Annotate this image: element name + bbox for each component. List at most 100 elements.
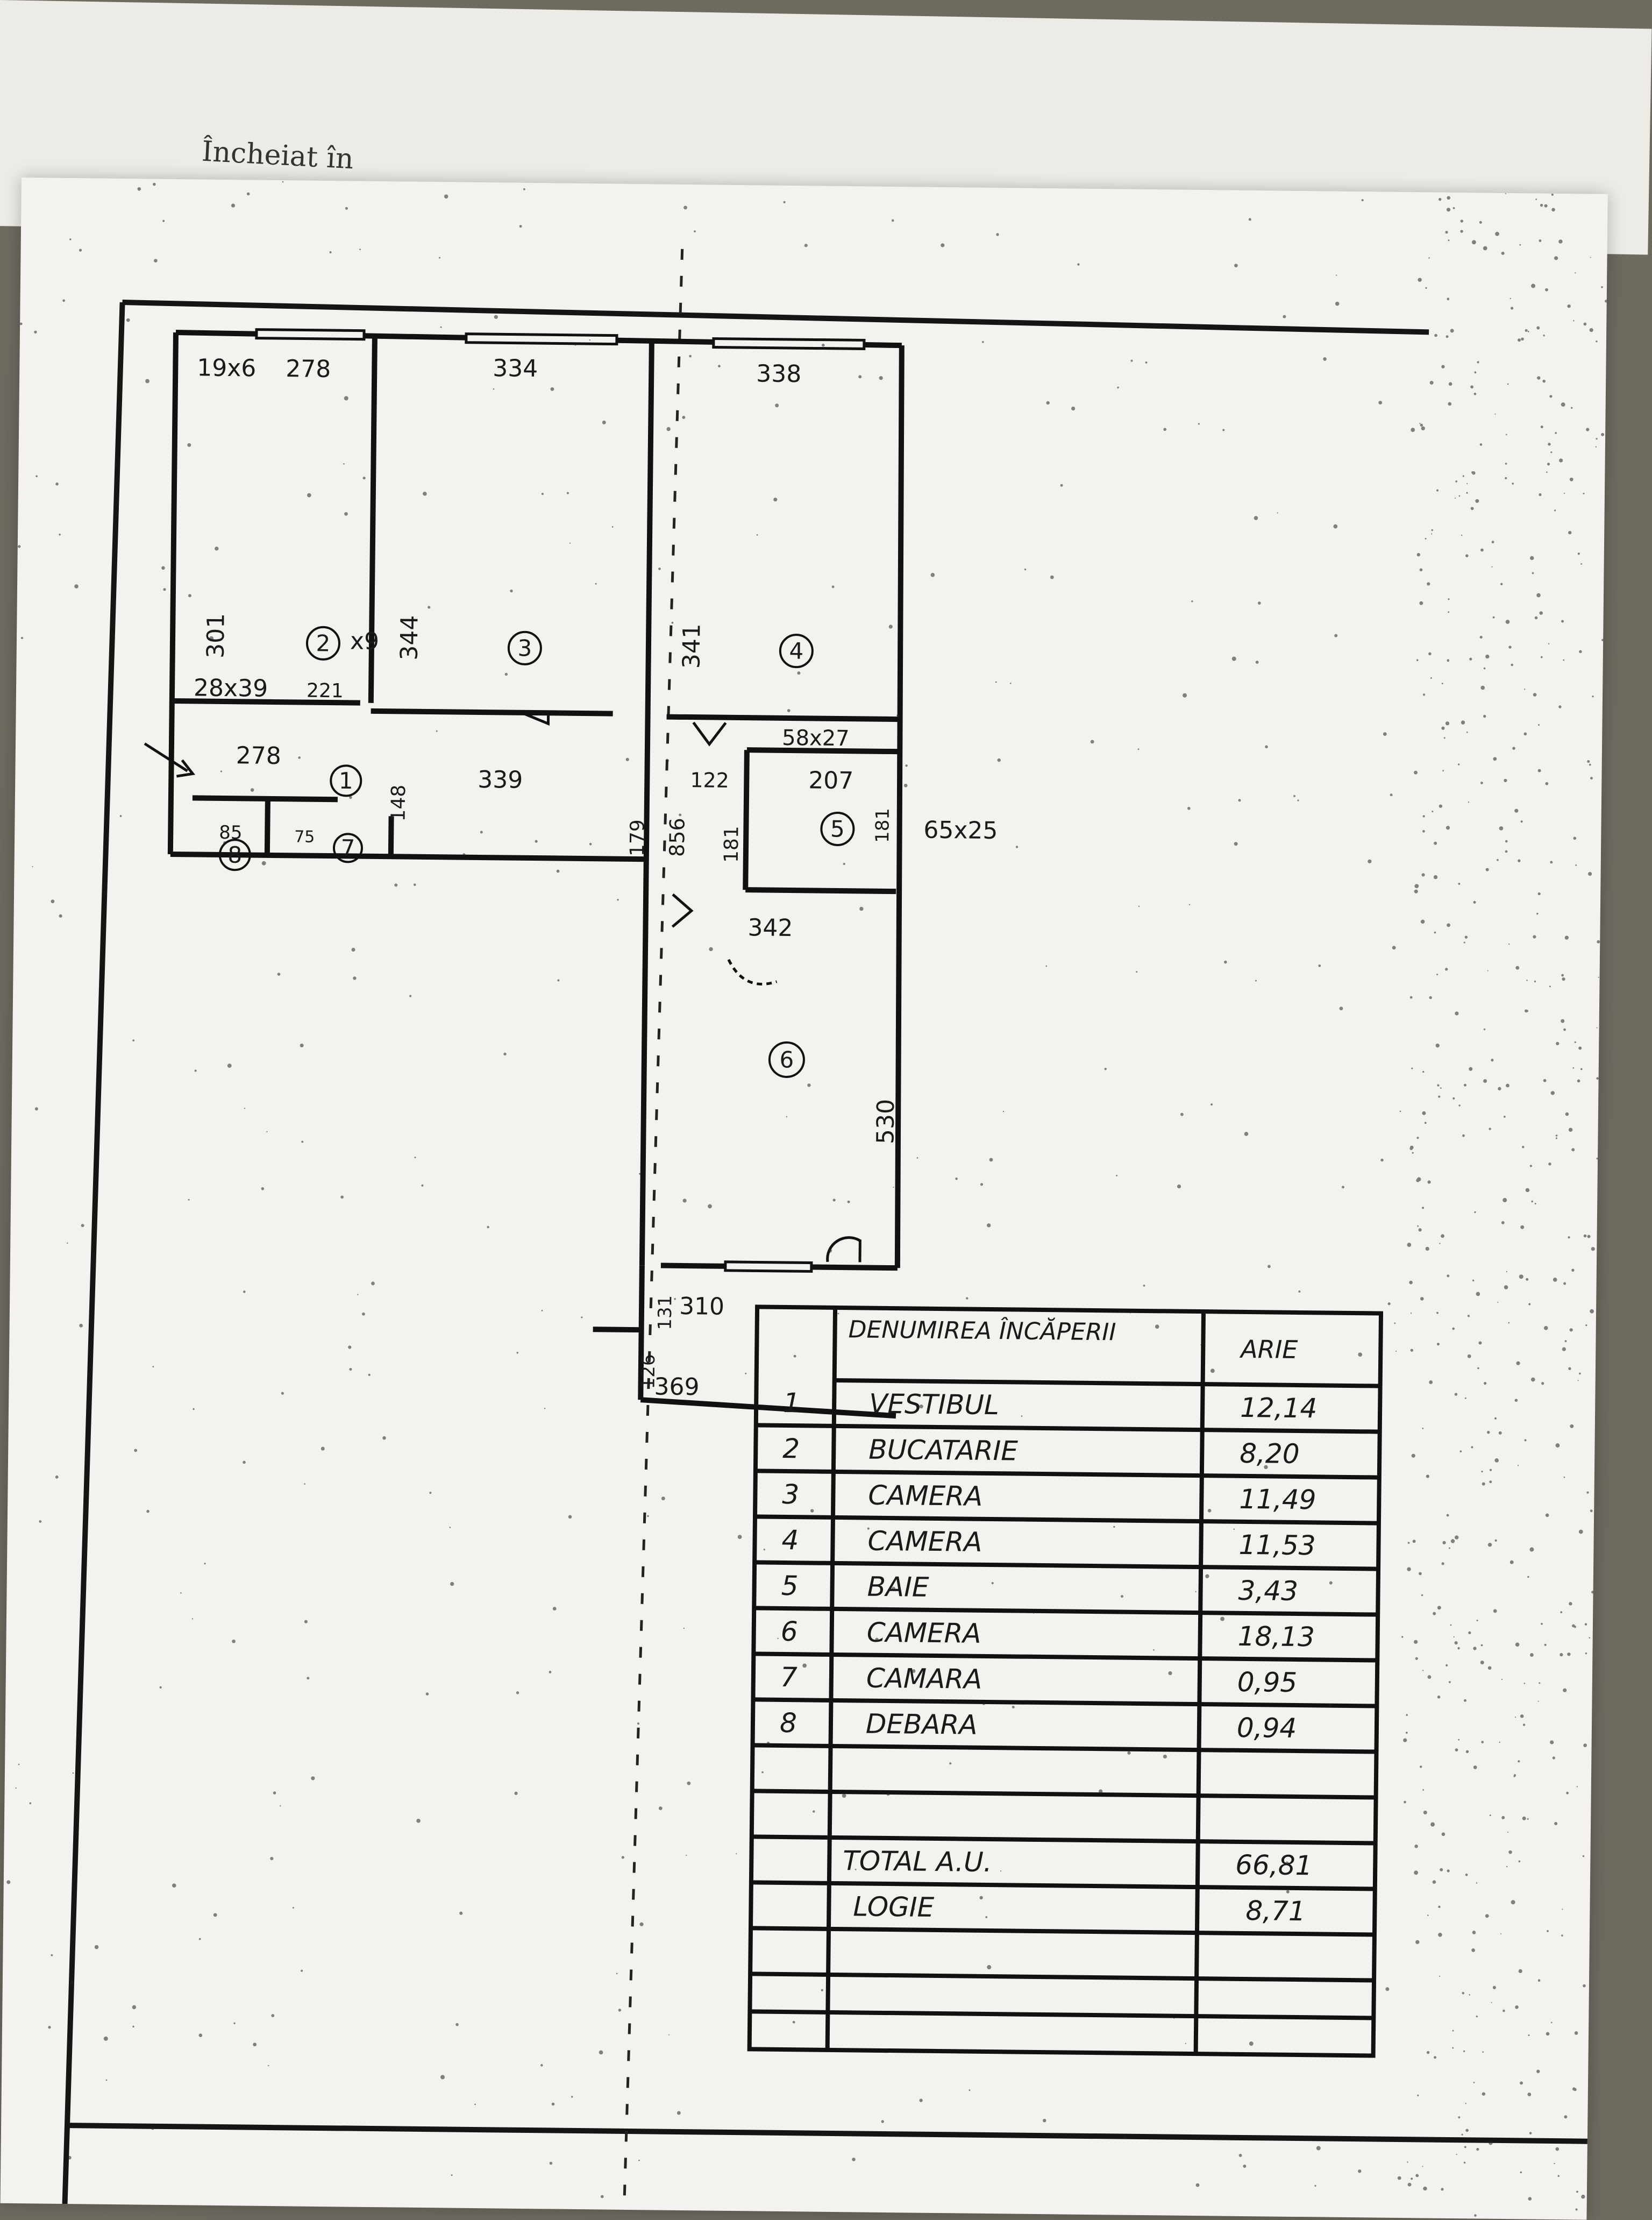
- dim-530: 530: [872, 1099, 900, 1145]
- room-marker-8: [218, 839, 251, 871]
- frame-bottom-line: [66, 2123, 1587, 2144]
- wall-bath-bottom: [745, 887, 896, 895]
- dim-181-a: 181: [721, 826, 743, 863]
- wall-bath-left: [743, 750, 750, 890]
- dim-278-top: 278: [286, 355, 331, 383]
- dim-75: 75: [294, 827, 315, 846]
- room-number-8: 8: [227, 842, 242, 868]
- row-3-num: 3: [782, 1479, 799, 1510]
- dim-221: 221: [307, 680, 344, 703]
- room-number-4: 4: [789, 637, 803, 664]
- window-room6: [724, 1260, 813, 1273]
- room-marker-2: [305, 626, 340, 661]
- window-room3: [465, 332, 618, 346]
- door-room6: [727, 959, 778, 985]
- window-room4: [712, 337, 866, 350]
- wall-pantry-mid: [264, 798, 270, 855]
- row-2-num: 2: [782, 1433, 800, 1464]
- dim-310: 310: [679, 1293, 725, 1321]
- row-7-num: 7: [780, 1662, 798, 1693]
- dim-339: 339: [478, 766, 523, 794]
- dim-28x39: 28x39: [194, 674, 268, 702]
- wall-corridor-top: [371, 708, 613, 717]
- logia-label: LOGIE: [853, 1891, 935, 1923]
- table-header-name: DENUMIREA ÎNCĂPERII: [848, 1315, 1116, 1346]
- row-8-area: 0,94: [1237, 1712, 1297, 1744]
- entrance-arrow-head: [176, 759, 196, 778]
- dim-301: 301: [202, 613, 230, 659]
- row-8-name: DEBARA: [866, 1708, 978, 1741]
- door-corridor: [671, 893, 694, 928]
- dim-344: 344: [396, 615, 424, 661]
- total-area: 66,81: [1235, 1849, 1313, 1881]
- wall-room2-3: [368, 334, 378, 703]
- frame-top-line: [122, 299, 1429, 335]
- dim-342: 342: [747, 914, 793, 942]
- wall-room4-bottom: [666, 714, 898, 722]
- row-1-num: 1: [783, 1387, 800, 1418]
- row-5-name: BAIE: [867, 1571, 929, 1603]
- dim-179: 179: [626, 819, 649, 856]
- wall-logia-left: [638, 1265, 645, 1400]
- total-label: TOTAL A.U.: [843, 1845, 992, 1878]
- axis-line: [623, 249, 684, 2210]
- wall-kitchen-bottom: [172, 698, 360, 706]
- dim-19x6: 19x6: [197, 354, 257, 382]
- dim-131: 131: [654, 1295, 677, 1330]
- row-4-area: 11,53: [1238, 1529, 1316, 1561]
- dim-856: 856: [665, 818, 689, 857]
- floor-plan-sheet: 1 2 3 4 5 6 7 8 19x6 278 334 338 x9 28x3…: [0, 178, 1608, 2220]
- entrance-arrow: [144, 742, 188, 772]
- dim-148: 148: [388, 784, 410, 821]
- room-marker-6: [768, 1041, 805, 1078]
- window-kitchen: [255, 328, 366, 341]
- row-7-name: CAMARA: [866, 1663, 982, 1695]
- wall-room3-4: [639, 340, 654, 1266]
- room-marker-7: [332, 833, 363, 863]
- dim-181-b: 181: [872, 808, 894, 843]
- row-7-area: 0,95: [1237, 1666, 1298, 1698]
- table-header-area: ARIE: [1239, 1335, 1298, 1364]
- row-1-name: VESTIBUL: [869, 1388, 999, 1421]
- row-6-name: CAMERA: [866, 1617, 981, 1649]
- dim-x9: x9: [350, 627, 380, 655]
- dim-341: 341: [678, 623, 706, 669]
- room-number-3: 3: [517, 635, 532, 661]
- row-5-num: 5: [781, 1570, 798, 1601]
- room-table-grid: [747, 1304, 1384, 2058]
- room-number-5: 5: [830, 815, 845, 842]
- dim-58x27: 58x27: [782, 726, 850, 751]
- row-3-area: 11,49: [1239, 1484, 1316, 1515]
- wall-right: [894, 345, 905, 1268]
- wall-logia-step: [593, 1327, 642, 1333]
- row-3-name: CAMERA: [868, 1480, 982, 1512]
- door-logia: [826, 1236, 861, 1263]
- room-number-6: 6: [779, 1046, 794, 1073]
- dim-334: 334: [493, 354, 538, 382]
- logia-area: 8,71: [1245, 1895, 1306, 1927]
- floor-plan-drawing: 1 2 3 4 5 6 7 8 19x6 278 334 338 x9 28x3…: [6, 181, 1608, 2217]
- dim-126: 126: [637, 1354, 659, 1389]
- room-marker-3: [507, 630, 542, 665]
- row-4-name: CAMERA: [867, 1526, 982, 1558]
- row-1-area: 12,14: [1240, 1392, 1318, 1424]
- row-2-area: 8,20: [1240, 1438, 1300, 1470]
- background-text: Încheiat în: [201, 135, 355, 176]
- dim-207: 207: [808, 767, 854, 795]
- wall-bath-top: [746, 747, 898, 755]
- room-number-1: 1: [339, 768, 353, 794]
- dim-369: 369: [654, 1373, 700, 1401]
- dim-65x25: 65x25: [923, 817, 998, 845]
- row-6-num: 6: [780, 1616, 797, 1647]
- row-5-area: 3,43: [1238, 1575, 1298, 1607]
- photocopy-noise: [6, 181, 1608, 2217]
- wall-left: [167, 332, 179, 855]
- wall-logia-bottom: [640, 1397, 896, 1419]
- dim-338: 338: [756, 360, 802, 388]
- frame-left-line: [62, 302, 125, 2204]
- row-2-name: BUCATARIE: [868, 1434, 1019, 1467]
- room-marker-4: [779, 634, 814, 669]
- row-4-num: 4: [781, 1524, 799, 1556]
- room-marker-1: [330, 764, 362, 797]
- room-number-7: 7: [340, 835, 355, 861]
